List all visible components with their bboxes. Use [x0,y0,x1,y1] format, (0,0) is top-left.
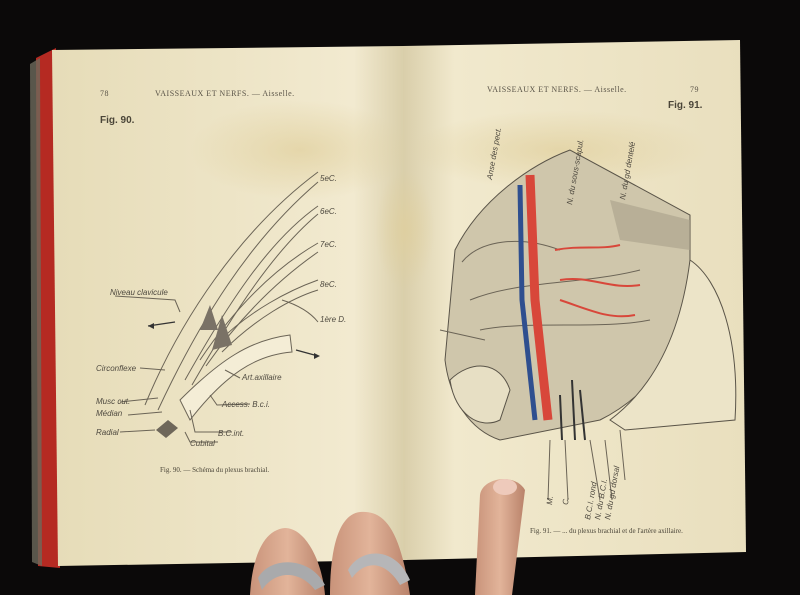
artery [525,174,553,421]
label-bc-int: B.C.int. [218,429,244,438]
label-radial: Radial [96,428,119,437]
hand [250,479,525,595]
label-6c: 6eC. [320,207,337,216]
left-running-head: VAISSEAUX ET NERFS. — Aisselle. [155,89,295,98]
label-1d: 1ère D. [320,315,346,324]
label-5c: 5eC. [320,174,337,183]
right-caption: Fig. 91. — ... du plexus brachial et de … [530,527,683,535]
label-art-axillaire: Art.axillaire [241,373,282,382]
label-musc-cut: Musc cut. [96,397,130,406]
label-median: Médian [96,409,123,418]
left-caption: Fig. 90. — Schéma du plexus brachial. [160,466,269,474]
label-7c: 7eC. [320,240,337,249]
label-m: M. [545,496,555,506]
right-figure-label: Fig. 91. [668,100,703,111]
ring-icon [258,562,325,590]
right-page-number: 79 [690,85,699,94]
label-8c: 8eC. [320,280,337,289]
label-niveau-clavicule: Niveau clavicule [110,288,168,297]
plexus-diagram [114,171,320,443]
label-cubital: Cubital [190,439,215,448]
axilla-dissection [439,149,737,501]
right-running-head: VAISSEAUX ET NERFS. — Aisselle. [487,85,627,94]
label-circonflexe: Circonflexe [96,364,137,373]
label-c: C. [561,496,571,505]
left-page-number: 78 [100,89,109,98]
left-figure-label: Fig. 90. [100,115,135,126]
ring-icon [348,553,410,585]
vein [517,184,538,421]
label-access-bci: Access. B.c.i. [221,400,270,409]
